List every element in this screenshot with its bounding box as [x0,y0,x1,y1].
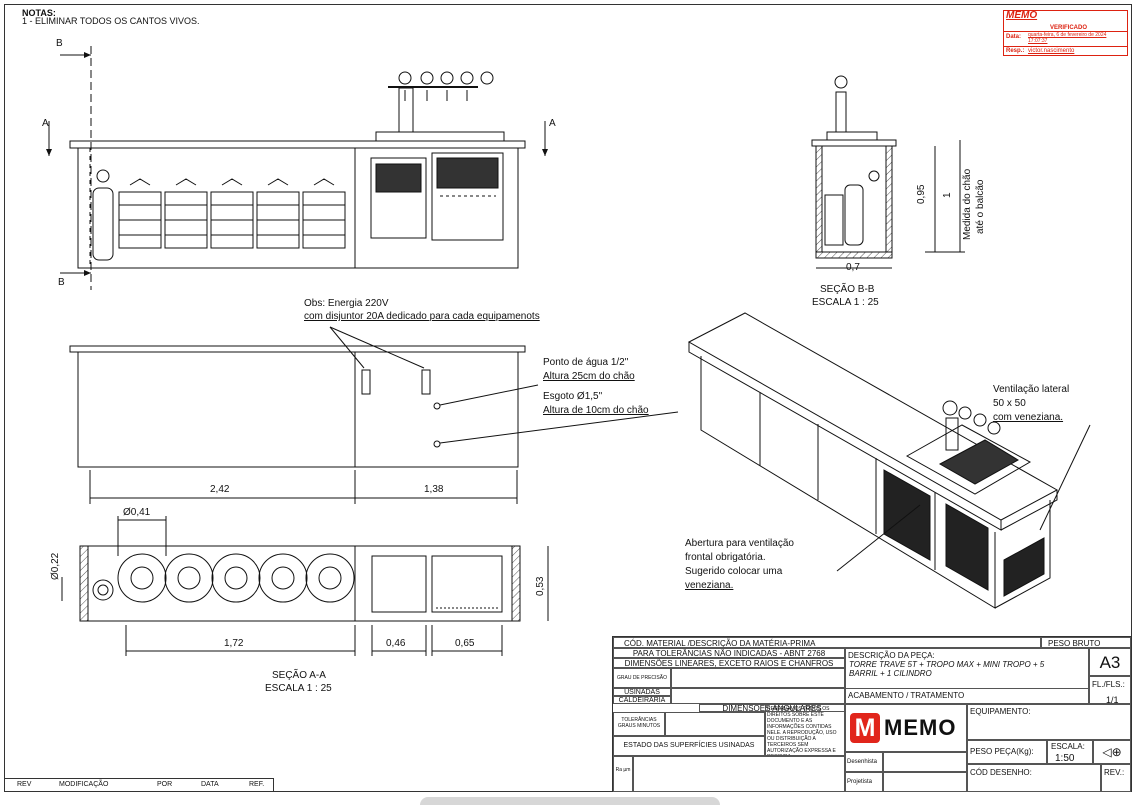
tb-ra: Ra µm [613,756,633,792]
front-elevation-view [46,46,548,290]
tb-rights: RESERVAMOS TODOS OS DIREITOS SOBRE ESTE … [765,704,845,756]
aa-dim-depth: 0,53 [535,576,546,596]
section-aa-view [61,516,549,656]
tb-sheet-label: FL./FLS.: [1089,676,1131,704]
tb-projetista: Projetista [845,772,883,792]
bb-dim-height: 0,95 [916,184,927,204]
section-bb-view [811,75,965,269]
memo-logo: M MEMO [845,704,967,752]
tb-surfaces: ESTADO DAS SUPERFÍCIES USINADAS [613,736,765,756]
tb-tol1: PARA TOLERÂNCIAS NÃO INDICADAS - ABNT 27… [613,648,845,658]
tb-projetista-value [883,772,967,792]
bb-dim-depth: 0,7 [846,262,860,273]
iso-front-3: Sugerido colocar uma [685,566,783,577]
page-tab-strip [420,797,720,805]
tb-material: CÓD. MATERIAL /DESCRIÇÃO DA MATÉRIA-PRIM… [613,637,1041,648]
kegs [118,178,346,249]
rev-col-por: POR [157,781,173,788]
logo-text: MEMO [884,715,957,740]
tap-handles [398,71,494,101]
marker-b-bottom: B [58,277,65,288]
aa-dim-b: 0,46 [386,638,406,649]
water-line2: Altura 25cm do chão [543,371,635,382]
dim-right: 1,38 [424,484,444,495]
tb-escala: 1:50 [1055,753,1075,764]
stamp-brand: MEMO [1006,10,1038,21]
tb-tol-values [671,688,845,704]
logo-mark: M [850,713,880,743]
marker-a-right: A [549,118,556,129]
bb-height-note-2: até o balcão [975,179,986,235]
tb-equip: EQUIPAMENTO: [967,704,1131,740]
rev-col-mod: MODIFICAÇÃO [59,781,109,788]
rev-col-data: DATA [201,781,219,788]
iso-front-1: Abertura para ventilação [685,538,794,549]
notes-line: 1 - ELIMINAR TODOS OS CANTOS VIVOS. [22,16,200,26]
obs-line2: com disjuntor 20A dedicado para cada equ… [304,311,540,322]
marker-b-top: B [56,38,63,49]
tb-rev: REV.: [1101,764,1131,792]
water-line1: Ponto de água 1/2" [543,357,629,368]
dim-left: 2,42 [210,484,230,495]
tb-caldeiraria: CALDEIRARIA [613,696,671,704]
bb-scale: ESCALA 1 : 25 [812,297,879,308]
aa-scale: ESCALA 1 : 25 [265,683,332,694]
tb-escala-label: ESCALA: [1047,740,1093,764]
stamp-resp-value: victor.nascimento [1028,48,1075,54]
rev-col-ref: REF. [249,781,265,788]
iso-vent-1: Ventilação lateral [993,384,1070,395]
tb-tol2: DIMENSÕES LINEARES, EXCETO RAIOS E CHANF… [613,658,845,668]
aa-title: SEÇÃO A-A [272,670,326,681]
bb-title: SEÇÃO B-B [820,284,875,295]
obs-line1: Obs: Energia 220V [304,298,389,309]
drawing-frame [4,4,1132,792]
tb-desc-line2: BARRIL + 1 CILINDRO [849,669,932,678]
iso-vent-3: com veneziana. [993,412,1064,423]
tb-size: A3 [1089,648,1131,676]
stamp-status: VERIFICADO [1050,25,1088,31]
tb-usinadas: USINADAS [613,688,671,696]
isometric-view [687,312,1091,609]
bb-dim-height2: 1 [942,192,953,198]
title-block: CÓD. MATERIAL /DESCRIÇÃO DA MATÉRIA-PRIM… [612,636,1132,792]
rev-col-rev: REV [17,781,32,788]
revision-bar: REV MODIFICAÇÃO POR DATA REF. [4,778,274,792]
iso-front-2: frontal obrigatória. [685,552,766,563]
tb-weight: PESO BRUTO [1041,637,1131,648]
drain-line2: Altura de 10cm do chão [543,405,649,416]
notes-title: NOTAS: [22,8,56,18]
stamp-resp-label: Resp.: [1006,48,1025,54]
tb-desenhista: Desenhista [845,752,883,772]
stamp-date-value: quarta-feira, 6 de fevereiro de 2024 17:… [1028,32,1107,44]
aa-dim-tap: Ø0,41 [123,507,151,518]
marker-a-left: A [42,118,49,129]
tb-desc-label: DESCRIÇÃO DA PEÇA: [845,648,1089,688]
tb-grade: GRAU DE PRECISÃO [613,668,671,688]
verification-stamp: MEMO VERIFICADO Data: quarta-feira, 6 de… [1003,10,1128,56]
aa-dim-cyl: Ø0,22 [50,552,61,580]
drain-line1: Esgoto Ø1,5" [543,391,603,402]
utilities-elevation-view [69,326,679,504]
stamp-date-label: Data: [1006,34,1022,40]
iso-front-4: veneziana. [685,580,734,591]
bb-height-note-1: Medida do chão [962,168,973,240]
tb-desc-line1: TORRE TRAVE 5T + TROPO MAX + MINI TROPO … [849,660,1045,669]
tb-cod-desenho: CÓD DESENHO: [967,764,1101,792]
tb-angular-values [665,712,765,736]
tb-grade-values [671,668,845,688]
tb-roughness-grid [633,756,845,792]
aa-dim-c: 0,65 [455,638,475,649]
tb-desenhista-value [883,752,967,772]
tb-finish: ACABAMENTO / TRATAMENTO [845,688,1089,704]
keg-circles [117,553,355,603]
tb-tol-graus: TOLERÂNCIAS GRAUS MINUTOS [613,712,665,736]
projection-symbol-icon: ◁⊕ [1093,740,1131,764]
tb-peso-peca: PESO PEÇA(Kg): [967,740,1047,764]
aa-dim-a: 1,72 [224,638,244,649]
tb-sheet: 1/1 [1106,695,1119,705]
iso-vent-2: 50 x 50 [993,398,1026,409]
